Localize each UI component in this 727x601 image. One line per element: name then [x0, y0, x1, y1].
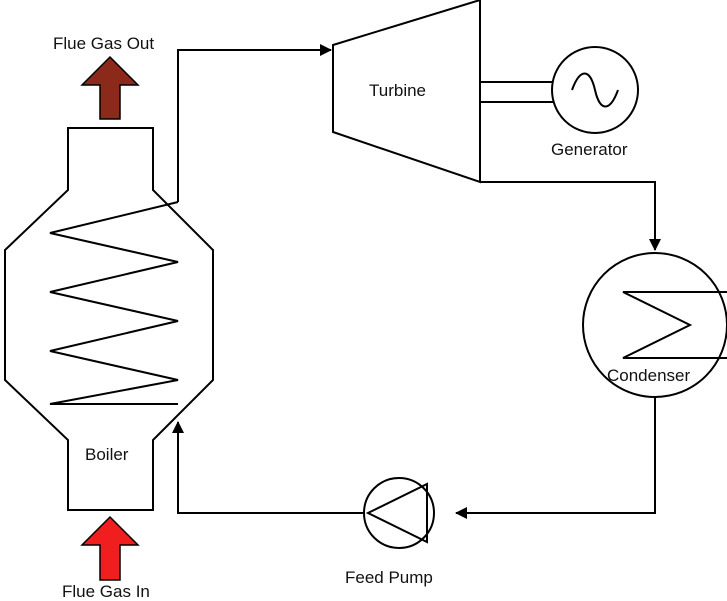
flue-gas-in-label: Flue Gas In: [62, 582, 150, 601]
steam-line-to-turbine: [177, 44, 332, 202]
boiler: Boiler: [4, 127, 214, 511]
generator: Generator: [551, 46, 639, 159]
turbine-label: Turbine: [369, 81, 426, 100]
exhaust-line-to-condenser: [480, 181, 661, 251]
turbine: Turbine: [332, 0, 481, 184]
feedwater-line-to-boiler: [172, 421, 364, 514]
boiler-coil: [49, 201, 179, 405]
feed-pump-label: Feed Pump: [345, 568, 433, 587]
feed-pump: Feed Pump: [345, 477, 435, 587]
feed-pump-circle: [363, 477, 435, 549]
condensate-line-to-pump: [455, 397, 656, 519]
condenser-label: Condenser: [607, 366, 691, 385]
pump-triangle-icon: [365, 482, 428, 544]
generator-label: Generator: [551, 140, 628, 159]
generator-circle: [551, 46, 639, 134]
boiler-label: Boiler: [85, 445, 129, 464]
flue-gas-out-label: Flue Gas Out: [53, 34, 154, 53]
boiler-outline: [4, 127, 214, 511]
condenser-coil: [622, 291, 727, 359]
flue-gas-in-arrow: [80, 515, 140, 581]
flue-gas-out-arrow: [80, 55, 140, 120]
condenser: Condenser: [582, 252, 727, 398]
sine-wave-icon: [571, 72, 619, 108]
